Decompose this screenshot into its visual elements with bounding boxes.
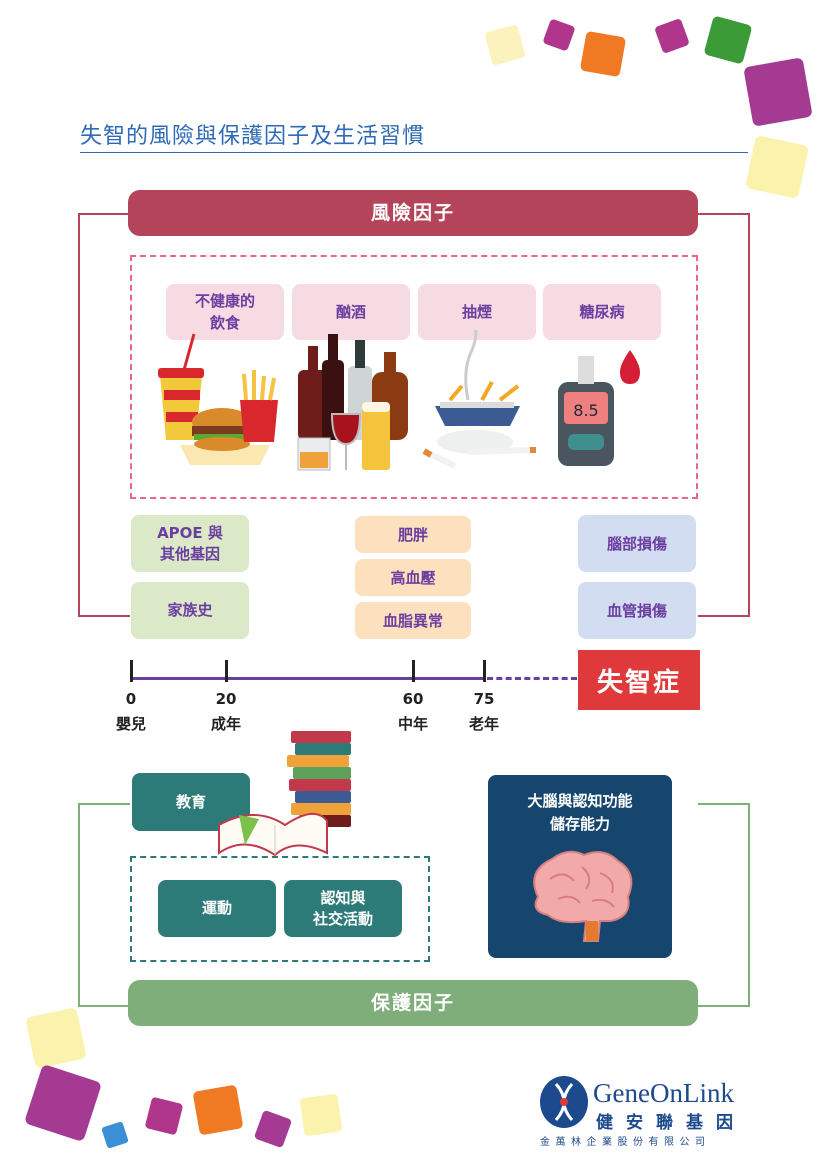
life-timeline — [130, 677, 485, 680]
protect-bracket-right — [698, 803, 750, 1007]
cognitive-reserve-label: 大腦與認知功能儲存能力 — [527, 792, 633, 833]
exercise-label: 運動 — [158, 880, 276, 937]
lifestyle-illustrations: 8.5 — [158, 330, 640, 471]
brain-icon — [533, 850, 633, 942]
risk-diet-label: 不健康的飲食 — [166, 284, 284, 340]
risk-bracket-right — [698, 213, 750, 617]
puzzle-piece-icon — [25, 16, 812, 1149]
fast-food-icon — [158, 333, 278, 465]
risk-diabetes-label: 糖尿病 — [543, 284, 661, 340]
family-history-label: 家族史 — [131, 582, 249, 639]
life-stage-label: 成年 — [210, 715, 241, 733]
logo-chinese-name: 健安聯基因 — [596, 1113, 746, 1133]
dementia-label: 失智症 — [578, 650, 700, 710]
timeline-dashed-extension — [487, 677, 577, 680]
life-stage-label: 老年 — [468, 715, 499, 733]
vascular-injury-label: 血管損傷 — [578, 582, 696, 639]
apoe-gene-label: APOE 與其他基因 — [131, 515, 249, 572]
glucose-reading: 8.5 — [573, 401, 598, 420]
risk-factors-header: 風險因子 — [128, 190, 698, 236]
page-title: 失智的風險與保護因子及生活習慣 — [80, 124, 426, 149]
protect-bracket-left — [78, 803, 130, 1007]
obesity-label: 肥胖 — [355, 516, 471, 553]
glucose-meter-icon: 8.5 — [558, 350, 640, 466]
books-icon — [218, 731, 351, 857]
dyslipidemia-label: 血脂異常 — [355, 602, 471, 639]
age-value: 20 — [215, 690, 237, 708]
logo-name: GeneOnLink — [593, 1078, 734, 1108]
timeline-tick — [483, 660, 486, 682]
logo-company: 金萬林企業股份有限公司 — [540, 1137, 711, 1148]
geneonlink-logo-icon — [540, 1076, 588, 1128]
brain-injury-label: 腦部損傷 — [578, 515, 696, 572]
timeline-tick — [412, 660, 415, 682]
risk-alcohol-label: 酗酒 — [292, 284, 410, 340]
cigarette-ashtray-icon — [422, 330, 536, 469]
social-activity-label: 認知與社交活動 — [284, 880, 402, 937]
lifestyle-risk-group — [130, 255, 698, 499]
life-stage-label: 嬰兒 — [115, 715, 146, 733]
alcohol-bottles-icon — [297, 334, 408, 471]
life-stage-label: 中年 — [397, 715, 428, 733]
age-value: 75 — [473, 690, 495, 708]
risk-bracket-left — [78, 213, 130, 617]
title-underline — [80, 152, 748, 153]
age-value: 60 — [402, 690, 424, 708]
activity-group — [130, 856, 430, 962]
timeline-tick — [225, 660, 228, 682]
hypertension-label: 高血壓 — [355, 559, 471, 596]
timeline-tick — [130, 660, 133, 682]
age-value: 0 — [125, 690, 137, 708]
protective-factors-header: 保護因子 — [128, 980, 698, 1026]
